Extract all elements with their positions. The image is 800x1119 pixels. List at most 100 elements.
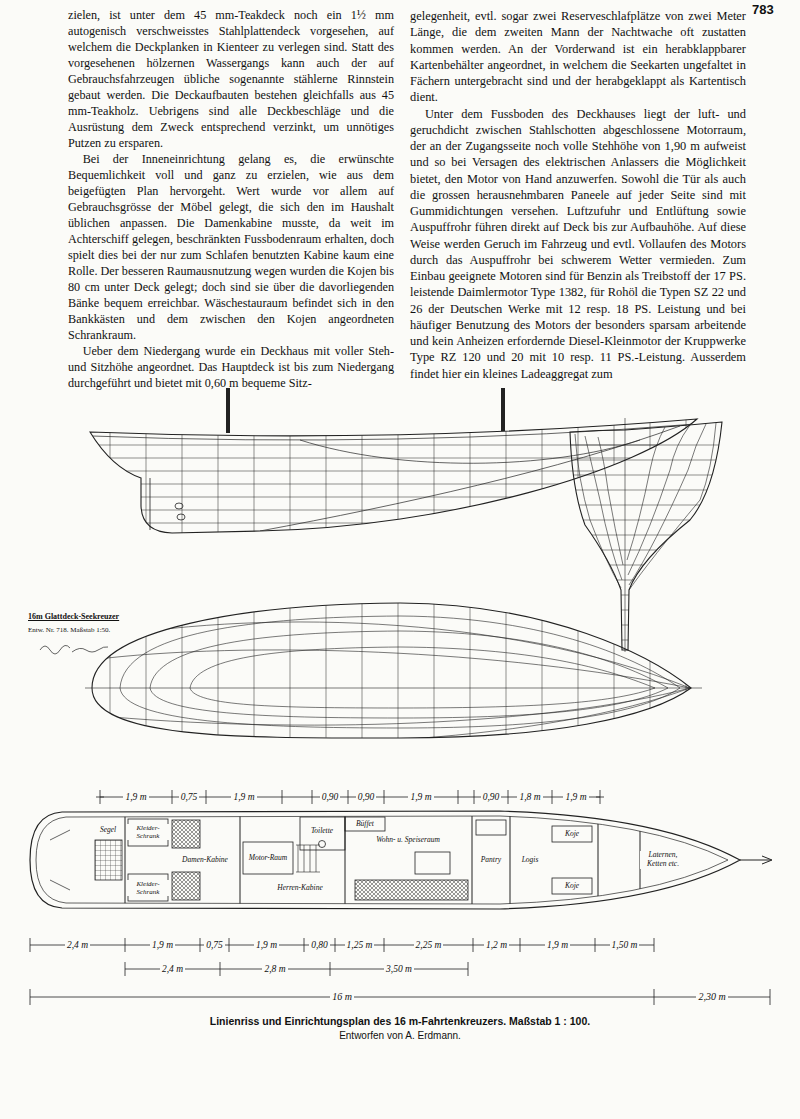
waterline-curves xyxy=(120,616,680,728)
room-name: Damen-Kabine xyxy=(182,856,228,865)
body-paragraph: Ueber dem Niedergang wurde ein Deckhaus … xyxy=(68,344,394,392)
buttock-line xyxy=(260,426,680,531)
rudder xyxy=(150,478,151,530)
dimension: 0,90 xyxy=(481,792,502,803)
mast xyxy=(226,388,230,433)
text-column: gelegenheit, evtl. sogar zwei Reservesch… xyxy=(410,8,746,382)
dimension: 1,9 m xyxy=(150,940,175,951)
plan-label: Büffet xyxy=(354,820,376,829)
room-name: Laternen, Ketten etc. xyxy=(641,851,685,868)
room-label: Herren-Kabine xyxy=(276,884,324,893)
room-label: Pantry xyxy=(480,856,502,865)
dimension: 0,80 xyxy=(309,940,330,951)
inner-hull xyxy=(36,816,728,904)
diagonal-lines xyxy=(90,622,690,744)
engine-casing xyxy=(243,842,293,874)
bunk xyxy=(552,826,592,842)
plan-label: Segel xyxy=(98,826,118,835)
hull-outline xyxy=(30,811,740,909)
dimension: 0,90 xyxy=(356,792,377,803)
dimension-line xyxy=(30,997,770,998)
body-outline xyxy=(570,422,722,650)
half-breadth-plan xyxy=(90,595,690,745)
berth xyxy=(172,820,200,848)
dimension: 1,9 m xyxy=(123,792,148,803)
designer-credit: Entworfen von A. Erdmann. xyxy=(339,1030,461,1042)
body-plan xyxy=(565,418,725,652)
sideboard xyxy=(345,817,385,831)
dimension: 3,50 m xyxy=(384,964,414,975)
accommodation-plan xyxy=(50,812,640,908)
dimension: 2,4 m xyxy=(160,964,185,975)
dimension-ticks xyxy=(30,989,770,1005)
drawing-number: Entw. Nr. 718. Maßstab 1:50. xyxy=(28,626,110,634)
dimension: 1,8 m xyxy=(517,792,542,803)
room-label: Toilette xyxy=(310,827,334,836)
dimension: 1,2 m xyxy=(484,940,509,951)
accommodation-plan xyxy=(30,811,772,909)
mast xyxy=(501,388,505,431)
half-breadth-plan xyxy=(40,595,702,745)
room-label: Wohn- u. Speiseraum xyxy=(375,836,441,845)
body-paragraph: zielen, ist unter dem 45 mm-Teakdeck noc… xyxy=(68,8,394,152)
dimension-lines xyxy=(30,790,770,1005)
centre-line xyxy=(625,418,626,652)
galley-counter xyxy=(476,820,506,835)
bunk xyxy=(552,878,592,894)
dimension: 16 m xyxy=(330,991,354,1003)
wardrobe xyxy=(128,874,168,901)
sheer-plan xyxy=(80,388,700,540)
dimension: 0,75 xyxy=(179,792,200,803)
dimension-ticks xyxy=(125,962,468,976)
room-name: Pantry xyxy=(481,856,501,865)
plan-label: Kleider-Schrank xyxy=(127,824,169,840)
body-paragraph: Bei der Inneneinrichtung gelang es, die … xyxy=(68,152,394,344)
centre-line xyxy=(85,688,702,689)
dimension: 0,75 xyxy=(204,940,225,951)
stern-cushions xyxy=(50,830,70,890)
figure-caption: Linienriss und Einrichtungsplan des 16 m… xyxy=(210,1015,590,1027)
dimension: 0,90 xyxy=(320,792,341,803)
page-number: 783 xyxy=(752,3,774,18)
toilet-bowl xyxy=(319,841,326,848)
dimension-ticks xyxy=(30,938,654,952)
waterlines xyxy=(565,445,725,640)
room-name: Herren-Kabine xyxy=(277,884,323,893)
dimension-ticks xyxy=(96,790,604,804)
room-name: Logis xyxy=(522,856,539,865)
dimension: 1,9 m xyxy=(231,792,256,803)
bulkheads xyxy=(125,812,640,908)
dimension: 1,9 m xyxy=(408,792,433,803)
drawing-title: 16m Glattdeck-Seekreuzer xyxy=(28,612,119,621)
body-paragraph: gelegenheit, evtl. sogar zwei Reservesch… xyxy=(410,8,746,106)
settee xyxy=(355,880,468,900)
body-plan xyxy=(565,445,725,640)
dimension: 2,8 m xyxy=(262,964,287,975)
dimension: 1,9 m xyxy=(545,940,570,951)
dimension: 1,9 m xyxy=(563,792,588,803)
dimension: 2,4 m xyxy=(65,940,90,951)
plan-label: Koje xyxy=(563,830,581,839)
room-name: Wohn- u. Speiseraum xyxy=(376,836,440,845)
body-paragraph: Unter dem Fussboden des Deckhauses liegt… xyxy=(410,106,746,382)
room-label: Laternen, Ketten etc. xyxy=(640,851,686,868)
sail-locker xyxy=(95,840,122,880)
dimension: 1,50 m xyxy=(610,940,640,951)
room-name: Toilette xyxy=(311,827,333,836)
wardrobe xyxy=(128,819,168,846)
bowsprit xyxy=(740,856,772,864)
signature xyxy=(40,645,108,654)
propeller xyxy=(175,503,183,509)
room-label: Logis xyxy=(521,856,540,865)
table xyxy=(415,852,450,874)
dimension: 1,25 m xyxy=(345,940,375,951)
propeller xyxy=(177,514,185,520)
room-label: Damen-Kabine xyxy=(181,856,229,865)
section-lines xyxy=(575,423,716,590)
berth xyxy=(172,872,200,900)
dimension: 1,9 m xyxy=(254,940,279,951)
dimension: 2,30 m xyxy=(696,991,727,1003)
room-label: Motor-Raum xyxy=(248,854,289,863)
toilet-room xyxy=(300,817,345,850)
